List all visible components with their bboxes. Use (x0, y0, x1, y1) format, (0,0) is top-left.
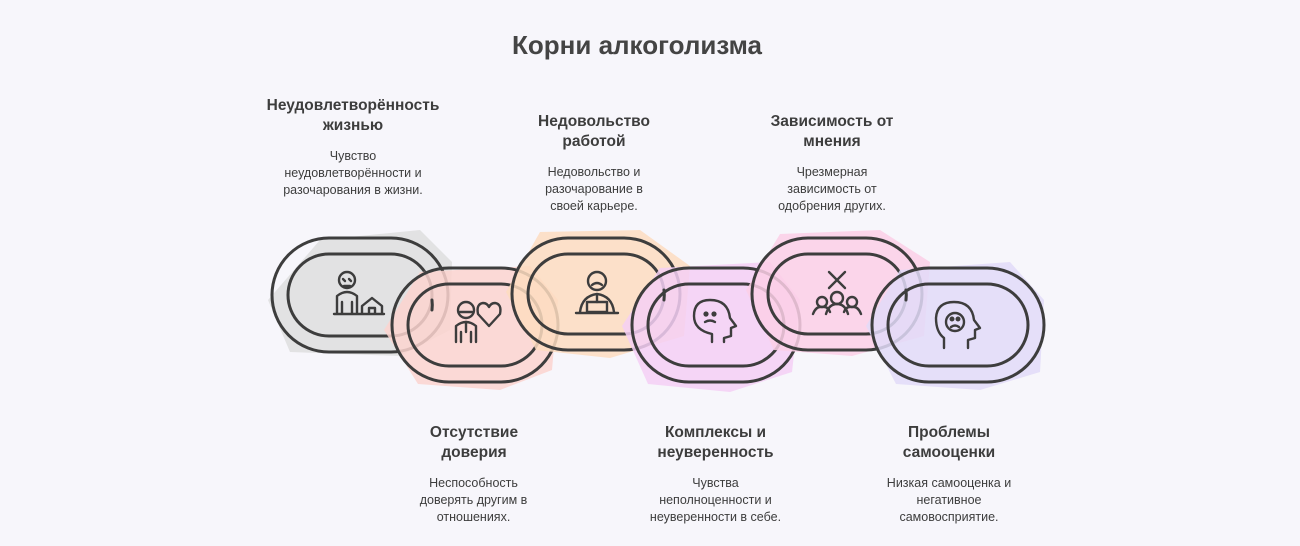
sad-head-icon (934, 300, 982, 350)
heading-work: Недовольство работой (538, 113, 650, 150)
heading-selfesteem: Проблемы самооценки (902, 424, 996, 461)
text-block-work: Недовольство работой Недовольство и разо… (524, 112, 664, 215)
text-block-complexes: Комплексы и неуверенность Чувства неполн… (643, 423, 788, 526)
text-block-opinion: Зависимость от мнения Чрезмерная зависим… (760, 112, 905, 215)
heading-complexes: Комплексы и неуверенность (657, 424, 774, 461)
link-selfesteem-inner (886, 282, 1030, 368)
worker-desk-icon (574, 270, 620, 315)
text-block-life: Неудовлетворённость жизнью Чувство неудо… (263, 96, 443, 199)
heading-opinion: Зависимость от мнения (770, 113, 894, 150)
group-approval-icon (811, 270, 863, 316)
description-trust: Неспособность доверять другим в отношени… (419, 476, 528, 524)
heading-trust: Отсутствие доверия (429, 424, 519, 461)
description-selfesteem: Низкая самооценка и негативное самовоспр… (886, 476, 1012, 524)
description-opinion: Чрезмерная зависимость от одобрения друг… (778, 165, 886, 213)
text-block-selfesteem: Проблемы самооценки Низкая самооценка и … (879, 423, 1019, 526)
description-work: Недовольство и разочарование в своей кар… (545, 165, 643, 213)
description-complexes: Чувства неполноценности и неуверенности … (649, 476, 782, 524)
heading-life: Неудовлетворённость жизнью (266, 97, 440, 134)
description-life: Чувство неудовлетворённости и разочарова… (283, 149, 423, 197)
person-heart-icon (454, 300, 502, 344)
text-block-trust: Отсутствие доверия Неспособность доверят… (404, 423, 544, 526)
link-selfesteem-outer (870, 266, 1046, 384)
worried-head-icon (692, 298, 738, 344)
page-title: Корни алкоголизма (512, 30, 762, 60)
person-house-icon (332, 270, 386, 316)
